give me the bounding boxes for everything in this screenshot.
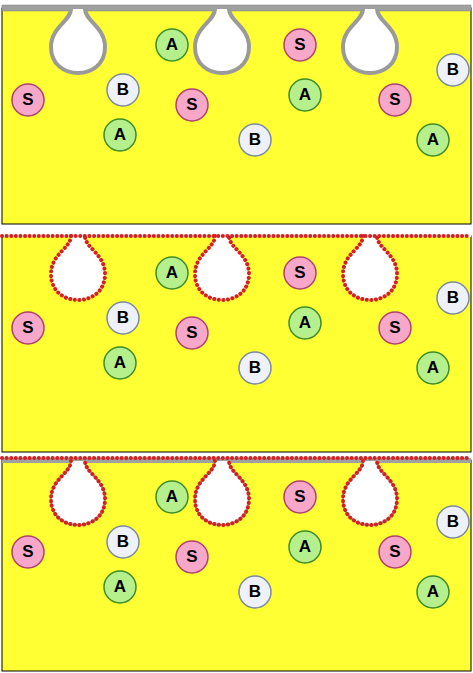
- molecule-circle: A: [155, 480, 189, 514]
- molecule-label: S: [378, 318, 412, 338]
- molecule-circle: S: [378, 311, 412, 345]
- cytoplasm-panel: [2, 8, 471, 224]
- molecule-label: A: [103, 353, 137, 373]
- molecule-circle: A: [416, 575, 450, 609]
- molecule-circle: S: [283, 28, 317, 62]
- molecule-circle: B: [436, 281, 470, 315]
- molecule-label: B: [106, 532, 140, 552]
- molecule-label: A: [288, 313, 322, 333]
- molecule-circle: A: [103, 118, 137, 152]
- molecule-label: B: [238, 358, 272, 378]
- molecule-circle: A: [103, 346, 137, 380]
- molecule-label: S: [283, 263, 317, 283]
- molecule-circle: S: [378, 535, 412, 569]
- coated-pits: [2, 458, 471, 525]
- molecule-circle: B: [238, 351, 272, 385]
- molecule-circle: B: [106, 301, 140, 335]
- molecule-circle: A: [288, 530, 322, 564]
- molecule-circle: B: [106, 525, 140, 559]
- molecule-label: B: [106, 308, 140, 328]
- molecule-circle: B: [436, 53, 470, 87]
- molecule-circle: S: [283, 256, 317, 290]
- molecule-label: S: [175, 547, 209, 567]
- molecule-label: A: [155, 487, 189, 507]
- cytoplasm-panel: [2, 236, 471, 452]
- molecule-label: A: [155, 263, 189, 283]
- molecule-circle: A: [416, 123, 450, 157]
- molecule-label: B: [436, 60, 470, 80]
- molecule-label: S: [378, 90, 412, 110]
- molecule-label: B: [238, 130, 272, 150]
- molecule-label: A: [416, 358, 450, 378]
- molecule-label: A: [288, 537, 322, 557]
- molecule-label: B: [238, 582, 272, 602]
- membrane-pits: [51, 9, 397, 73]
- molecule-label: S: [283, 35, 317, 55]
- molecule-label: A: [416, 582, 450, 602]
- molecule-label: B: [436, 512, 470, 532]
- molecule-circle: S: [378, 83, 412, 117]
- molecule-circle: S: [11, 311, 45, 345]
- molecule-circle: A: [155, 256, 189, 290]
- molecule-label: S: [11, 90, 45, 110]
- molecule-circle: B: [106, 73, 140, 107]
- molecule-circle: A: [155, 28, 189, 62]
- molecule-label: B: [436, 288, 470, 308]
- molecule-circle: S: [175, 540, 209, 574]
- molecule-circle: A: [103, 570, 137, 604]
- molecule-circle: A: [416, 351, 450, 385]
- molecule-label: A: [103, 125, 137, 145]
- molecule-circle: A: [288, 78, 322, 112]
- molecule-circle: S: [11, 83, 45, 117]
- molecule-label: A: [155, 35, 189, 55]
- molecule-circle: S: [11, 535, 45, 569]
- molecule-circle: A: [288, 306, 322, 340]
- molecule-label: S: [378, 542, 412, 562]
- molecule-label: A: [103, 577, 137, 597]
- molecule-label: S: [11, 542, 45, 562]
- molecule-label: S: [283, 487, 317, 507]
- molecule-label: S: [175, 323, 209, 343]
- molecule-circle: B: [238, 575, 272, 609]
- molecule-label: A: [416, 130, 450, 150]
- molecule-label: S: [11, 318, 45, 338]
- molecule-circle: S: [175, 316, 209, 350]
- cytoplasm-panel: [2, 460, 471, 671]
- molecule-label: B: [106, 80, 140, 100]
- coated-pits: [2, 236, 471, 300]
- molecule-circle: S: [175, 88, 209, 122]
- molecule-circle: S: [283, 480, 317, 514]
- molecule-circle: B: [436, 505, 470, 539]
- molecule-label: A: [288, 85, 322, 105]
- molecule-label: S: [175, 95, 209, 115]
- molecule-circle: B: [238, 123, 272, 157]
